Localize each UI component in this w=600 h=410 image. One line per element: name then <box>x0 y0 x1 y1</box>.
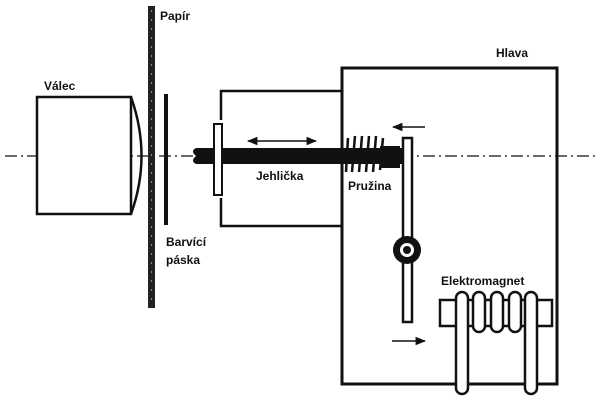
paper-label: Papír <box>160 9 190 23</box>
needle-end-block <box>380 146 400 168</box>
paper <box>148 6 155 308</box>
cylinder-label: Válec <box>44 79 76 93</box>
spring-label: Pružina <box>348 179 392 193</box>
needle-guide-frame <box>219 89 341 228</box>
ribbon-label-line1: Barvící <box>166 235 207 249</box>
electromagnet <box>438 290 554 396</box>
cylinder <box>35 95 143 216</box>
lever <box>401 136 414 324</box>
ribbon-label-line2: páska <box>166 253 200 267</box>
pivot <box>393 236 421 264</box>
needle-label: Jehlička <box>256 169 304 183</box>
head-label: Hlava <box>496 46 528 60</box>
electromagnet-label: Elektromagnet <box>441 274 524 288</box>
ink-ribbon <box>164 94 168 225</box>
